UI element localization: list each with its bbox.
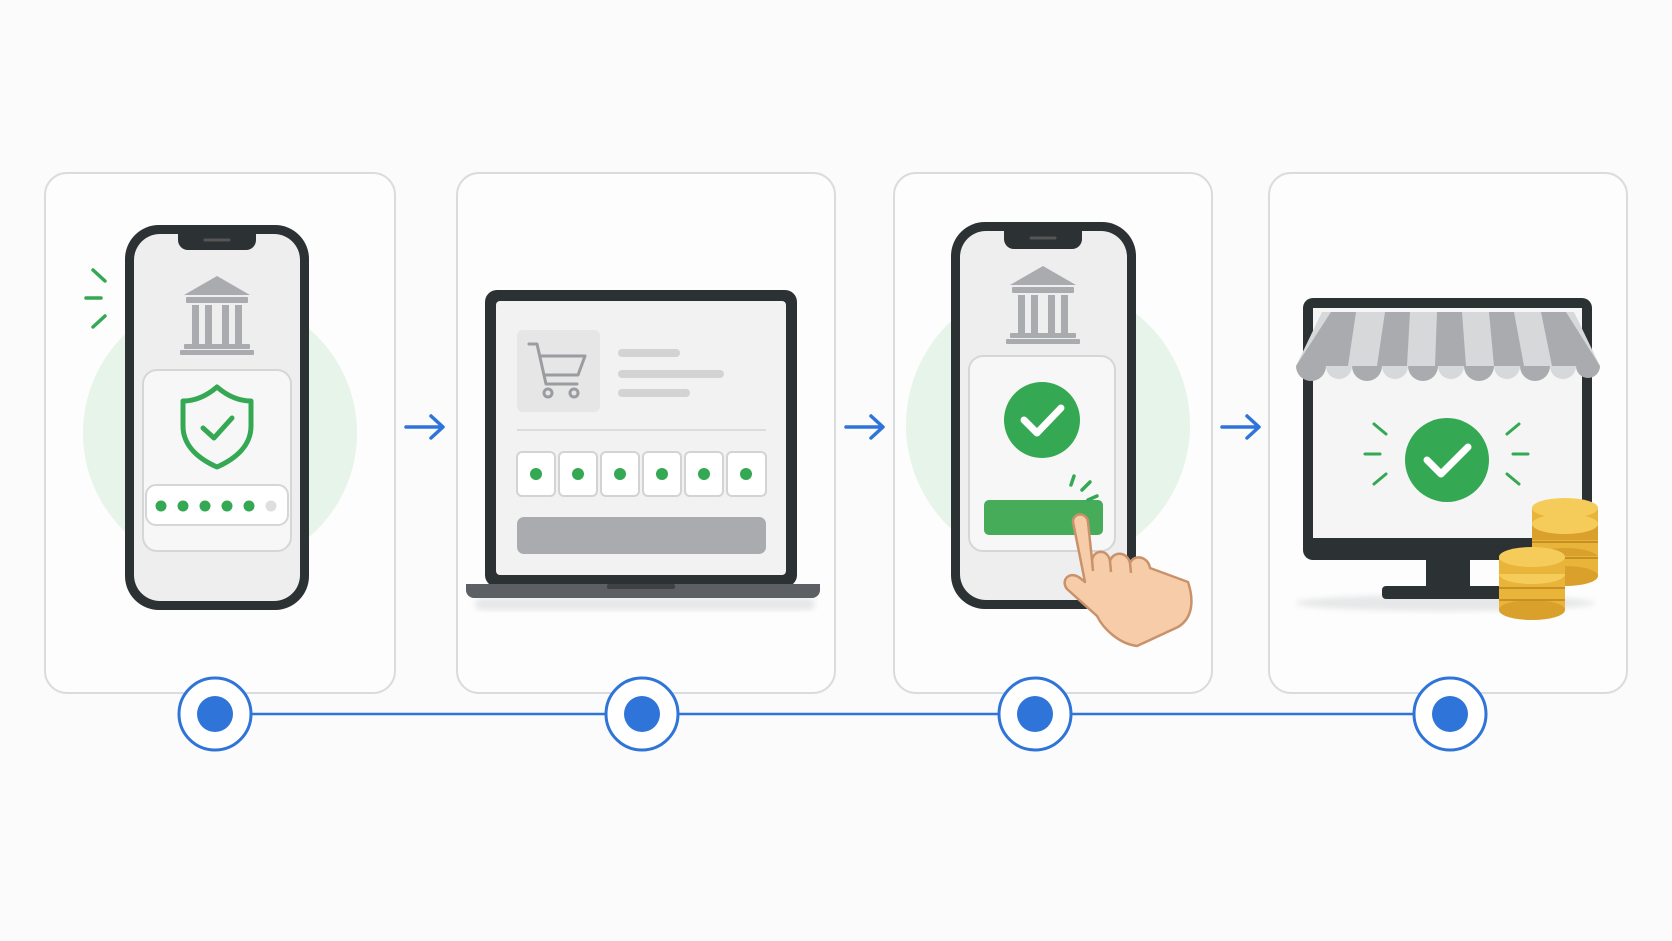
- bank-icon: [1006, 266, 1080, 344]
- storefront-awning-icon: [1296, 312, 1600, 381]
- arrow-right-icon: [1220, 414, 1261, 440]
- pointing-hand-icon: [1063, 513, 1193, 648]
- shopping-cart-icon: [527, 342, 587, 399]
- product-desc-line: [618, 370, 724, 378]
- product-title-line: [618, 349, 680, 357]
- phone-notch: [178, 234, 256, 250]
- phone-notch: [1004, 231, 1082, 249]
- monitor-stand: [1426, 560, 1470, 590]
- pin-field[interactable]: [145, 484, 289, 526]
- timeline-node-3[interactable]: [997, 676, 1073, 752]
- product-price-line: [618, 389, 690, 397]
- step-3-illustration: [906, 222, 1193, 648]
- arrow-right-icon: [404, 414, 445, 440]
- monitor-base: [1382, 586, 1514, 599]
- step-1-illustration: [83, 225, 357, 610]
- shield-check-icon: [180, 384, 254, 470]
- laptop-base: [466, 584, 820, 598]
- check-circle-icon: [1004, 382, 1080, 458]
- timeline-node-4[interactable]: [1412, 676, 1488, 752]
- product-thumbnail: [517, 330, 600, 412]
- tap-sparkle-icon: [1069, 474, 1099, 502]
- check-circle-icon: [1405, 418, 1489, 502]
- laptop-shadow: [475, 598, 815, 610]
- step-2-illustration: [466, 290, 820, 610]
- arrow-right-icon: [844, 414, 885, 440]
- step-4-illustration: [1295, 298, 1600, 620]
- coin-stack-icon: [1499, 547, 1565, 620]
- verification-code-boxes[interactable]: [516, 451, 767, 497]
- sparkle-icon: [84, 268, 107, 329]
- sparkle-icon: [1363, 422, 1530, 486]
- submit-button[interactable]: [517, 517, 766, 554]
- timeline-node-1[interactable]: [177, 676, 253, 752]
- bank-icon: [180, 276, 254, 355]
- pin-dots: [155, 500, 277, 512]
- timeline-node-2[interactable]: [604, 676, 680, 752]
